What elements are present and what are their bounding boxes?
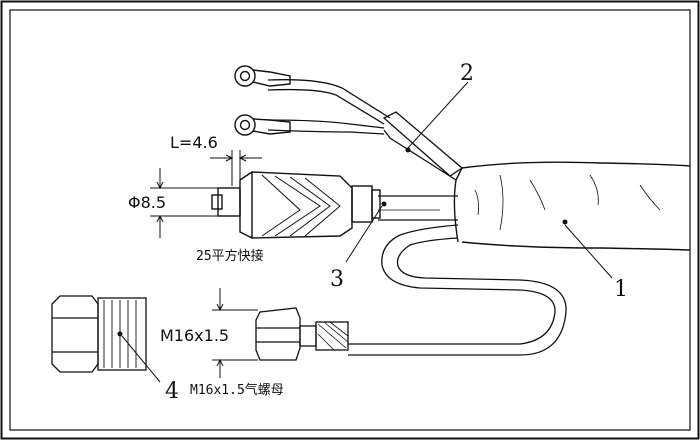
power-lead bbox=[378, 195, 458, 221]
quick-connector bbox=[211, 171, 381, 239]
gas-nut-caption: M16x1.5气螺母 bbox=[190, 382, 284, 398]
leader-dot-4 bbox=[117, 331, 123, 337]
dimension-thread-label: M16x1.5 bbox=[160, 326, 229, 345]
leader-dot-1 bbox=[562, 219, 568, 225]
leader-lines bbox=[121, 81, 613, 383]
callout-4: 4 bbox=[165, 379, 179, 404]
callout-1: 1 bbox=[614, 277, 628, 302]
leader-dot-3 bbox=[381, 201, 387, 207]
cable-sheath bbox=[453, 161, 691, 251]
signal-wires bbox=[267, 79, 464, 181]
connector-caption: 25平方快接 bbox=[196, 248, 264, 264]
inner-frame bbox=[9, 9, 691, 431]
ring-terminal-bottom bbox=[234, 114, 291, 136]
dimension-diameter-label: Φ8.5 bbox=[128, 193, 166, 212]
ring-terminal-top bbox=[234, 65, 291, 87]
gas-hose bbox=[348, 224, 567, 356]
gas-nut bbox=[51, 295, 147, 373]
hose-fitting bbox=[255, 307, 349, 361]
dimension-length-label: L=4.6 bbox=[170, 133, 218, 152]
callout-3: 3 bbox=[330, 267, 344, 292]
dimension-lines bbox=[150, 150, 262, 378]
callout-2: 2 bbox=[460, 61, 474, 86]
leader-dot-2 bbox=[405, 147, 411, 153]
